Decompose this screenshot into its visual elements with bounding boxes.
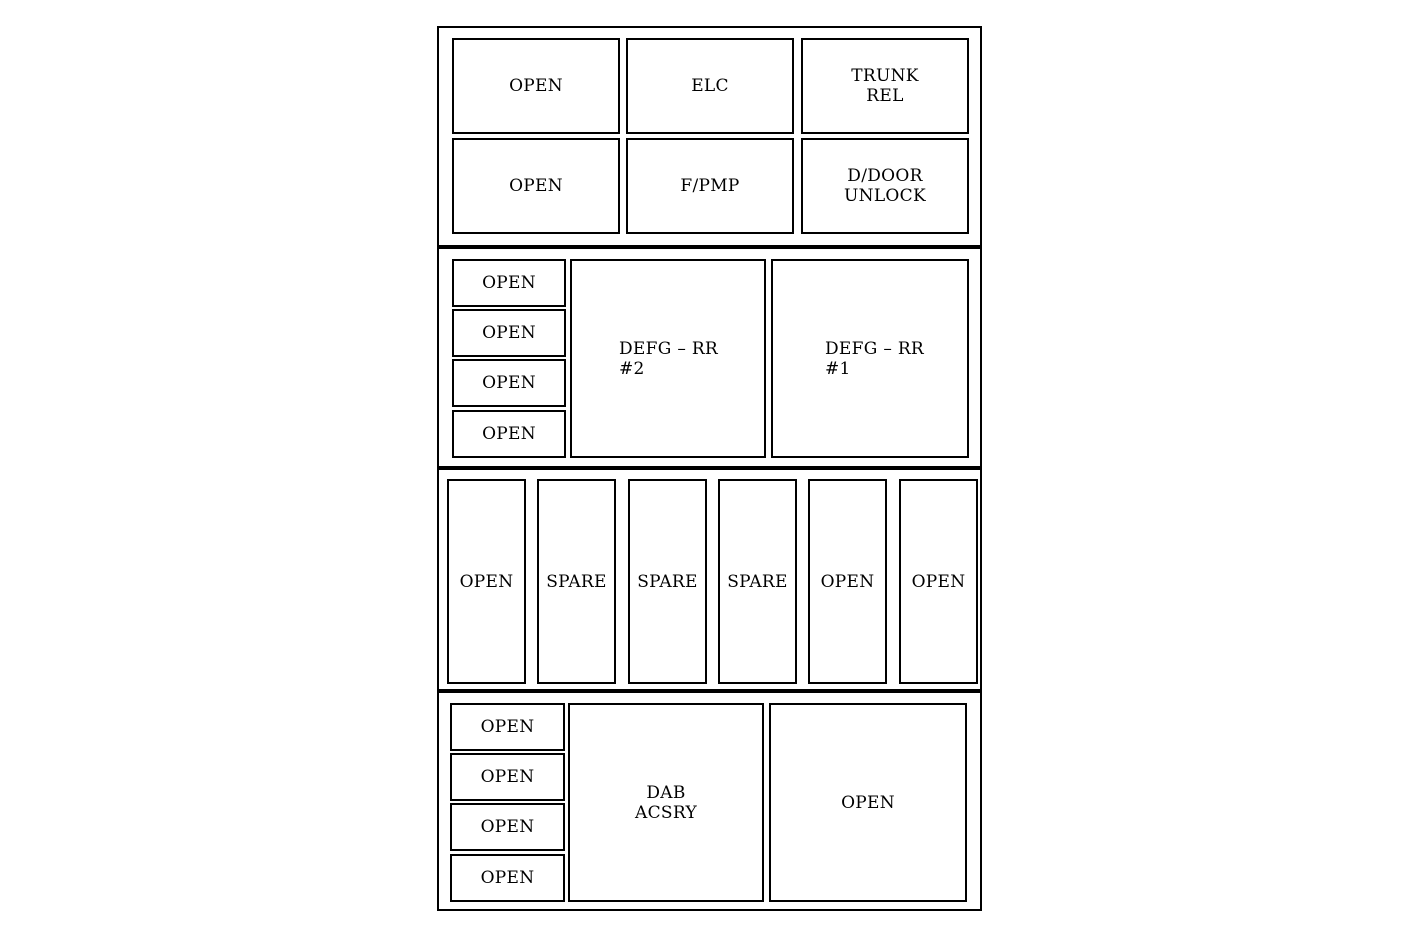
mini-fuse-slot[interactable]: OPEN — [452, 309, 566, 357]
fuse-label: ELC — [691, 76, 729, 96]
mini-fuse-slot[interactable]: OPEN — [450, 854, 565, 902]
relay-label: DAB ACSRY — [635, 782, 697, 823]
fuse-slot[interactable]: OPEN — [452, 38, 620, 134]
fuse-label: SPARE — [546, 571, 607, 592]
mini-fuse-slot[interactable]: OPEN — [450, 753, 565, 801]
fuse-label: SPARE — [637, 571, 698, 592]
relay-slot[interactable]: OPEN — [769, 703, 967, 902]
relay-label: DEFG – RR #2 — [619, 338, 719, 379]
fuse-section-maxi: OPEN SPARE SPARE SPARE OPEN OPEN — [437, 468, 982, 691]
maxi-fuse-slot[interactable]: SPARE — [718, 479, 797, 684]
relay-slot[interactable]: DEFG – RR #2 — [570, 259, 766, 458]
fuse-label: SPARE — [727, 571, 788, 592]
fuse-section-bottom: OPEN OPEN OPEN OPEN DAB ACSRY OPEN — [437, 691, 982, 911]
fuse-label: OPEN — [459, 571, 514, 592]
fuse-label: D/DOOR UNLOCK — [844, 166, 926, 206]
fuse-section-top: OPEN ELC TRUNK REL OPEN F/PMP D/DOOR UNL… — [437, 26, 982, 247]
fuse-label: TRUNK REL — [851, 66, 919, 106]
mini-fuse-slot[interactable]: OPEN — [452, 410, 566, 458]
fuse-label: OPEN — [482, 373, 536, 393]
fuse-label: OPEN — [480, 717, 535, 737]
fuse-label: OPEN — [509, 176, 563, 196]
fuse-label: OPEN — [482, 323, 536, 343]
maxi-fuse-slot[interactable]: OPEN — [899, 479, 978, 684]
relay-slot[interactable]: DAB ACSRY — [568, 703, 764, 902]
fuse-slot[interactable]: OPEN — [452, 138, 620, 234]
fuse-label: OPEN — [480, 817, 535, 837]
fuse-label: OPEN — [911, 571, 966, 592]
maxi-fuse-slot[interactable]: OPEN — [808, 479, 887, 684]
maxi-fuse-slot[interactable]: SPARE — [628, 479, 707, 684]
relay-label: OPEN — [841, 792, 895, 813]
fuse-slot[interactable]: F/PMP — [626, 138, 794, 234]
maxi-fuse-slot[interactable]: SPARE — [537, 479, 616, 684]
fuse-slot[interactable]: D/DOOR UNLOCK — [801, 138, 969, 234]
fuse-label: OPEN — [480, 868, 535, 888]
fuse-label: F/PMP — [680, 176, 740, 196]
mini-fuse-slot[interactable]: OPEN — [452, 359, 566, 407]
fuse-label: OPEN — [480, 767, 535, 787]
fuse-label: OPEN — [482, 424, 536, 444]
relay-label: DEFG – RR #1 — [825, 338, 925, 379]
maxi-fuse-slot[interactable]: OPEN — [447, 479, 526, 684]
fuse-label: OPEN — [820, 571, 875, 592]
relay-slot[interactable]: DEFG – RR #1 — [771, 259, 969, 458]
fuse-label: OPEN — [509, 76, 563, 96]
fuse-section-defog: OPEN OPEN OPEN OPEN DEFG – RR #2 DEFG – … — [437, 247, 982, 468]
fuse-slot[interactable]: TRUNK REL — [801, 38, 969, 134]
mini-fuse-slot[interactable]: OPEN — [450, 803, 565, 851]
mini-fuse-slot[interactable]: OPEN — [450, 703, 565, 751]
mini-fuse-slot[interactable]: OPEN — [452, 259, 566, 307]
fuse-slot[interactable]: ELC — [626, 38, 794, 134]
fuse-label: OPEN — [482, 273, 536, 293]
